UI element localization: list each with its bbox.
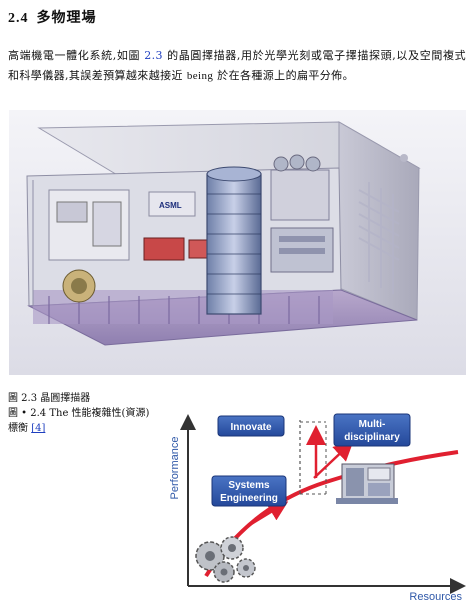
paragraph-text-2: 的晶圓擇描器,用於光學光刻或電子擇描探頭,以及空間複式和科學儀器,其誤差預算越來…: [8, 49, 467, 82]
section-number: 2.4: [8, 11, 29, 26]
machine-thumbnail: [336, 463, 398, 504]
performance-resources-chart: Performance Resources Innovate Multi- di…: [169, 413, 466, 603]
systems-engineering-label-line1: Systems: [228, 480, 270, 491]
caption-fig-2-4: 圖 • 2.4 The 性能複雜性(資源): [8, 408, 150, 419]
multidisciplinary-label-line2: disciplinary: [344, 432, 400, 443]
x-axis-label: Resources: [409, 591, 462, 603]
y-axis-label: Performance: [169, 437, 181, 500]
gears-icon: [195, 536, 256, 583]
section-heading: 2.4 多物理場: [8, 7, 97, 27]
caption-source-label: 標衡: [8, 423, 28, 434]
multidisciplinary-label-line1: Multi-: [359, 419, 386, 430]
caption-source: 標衡 [4]: [8, 421, 149, 436]
section-title: 多物理場: [36, 10, 97, 26]
figure-captions: 圖 2.3 晶圓擇描器 圖 • 2.4 The 性能複雜性(資源) 標衡 [4]: [8, 391, 149, 436]
innovate-label: Innovate: [230, 422, 272, 433]
paragraph-text-1: 高端機電一體化系統,如圖: [8, 49, 141, 62]
body-paragraph: 高端機電一體化系統,如圖 2.3 的晶圓擇描器,用於光學光刻或電子擇描探頭,以及…: [8, 46, 466, 86]
systems-engineering-label-line2: Engineering: [220, 493, 278, 504]
paragraph-latin-word: being: [186, 70, 214, 82]
citation-link[interactable]: [4]: [31, 423, 46, 434]
asml-logo-text: ASML: [159, 201, 182, 210]
caption-fig-2-3: 圖 2.3 晶圓擇描器: [8, 393, 91, 404]
innovate-box: [217, 415, 285, 437]
systems-engineering-box: [211, 475, 287, 507]
paragraph-text-3: 於在各種源上的扁平分佈。: [217, 69, 354, 82]
multidisciplinary-box: [333, 413, 411, 447]
wafer-scanner-illustration: ASML: [9, 110, 466, 375]
figure-ref-link[interactable]: 2.3: [144, 49, 163, 62]
performance-curve: [204, 450, 459, 578]
systems-engineering-arrow: [247, 501, 289, 528]
multidisciplinary-arrow: [313, 440, 354, 479]
